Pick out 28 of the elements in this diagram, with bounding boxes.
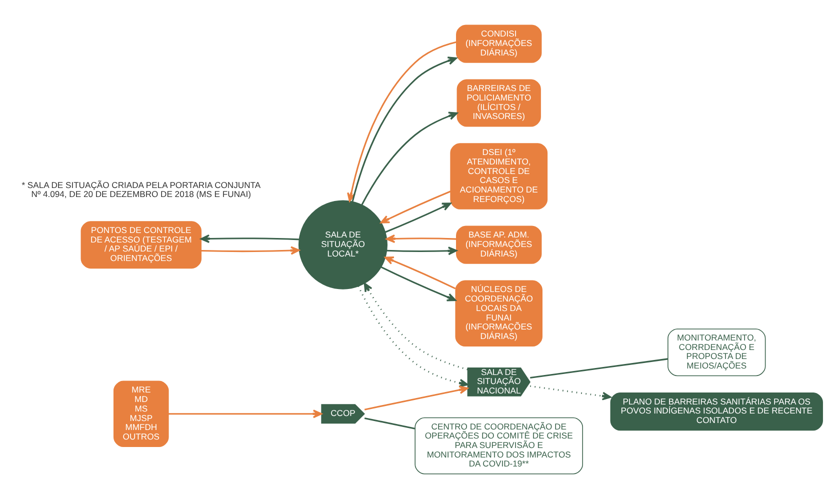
node-box: CENTRO DE COORDENAÇÃO DE OPERAÇÕES DO COMITÊ DE CRISE PARA SUPERVISÃO E MONITORAMENTO DOS IMPACTOS DA COVID-19** bbox=[414, 417, 583, 474]
node-box: BARREIRAS DE POLICIAMENTO (ILÍCITOS / INVASORES) bbox=[456, 79, 541, 127]
node-box: MONITORAMENTO, CORRDENAÇÃO E PROPOSTA DE MEIOS/AÇÕES bbox=[668, 328, 766, 376]
node-box: NÚCLEOS DE COORDENAÇÃO LOCAIS DA FUNAI (INFORMAÇÕES DIÁRIAS) bbox=[455, 280, 542, 346]
arrow bbox=[386, 246, 458, 256]
arrow bbox=[380, 190, 451, 224]
label: * SALA DE SITUAÇÃO CRIADA PELA PORTARIA CONJUNTA Nº 4.094, DE 20 DE DEZEMBRO DE 2018 (MS E FUNAI) bbox=[22, 180, 261, 200]
arrow bbox=[200, 234, 300, 243]
arrow bbox=[530, 385, 612, 400]
node-box: PONTOS DE CONTROLE DE ACESSO (TESTAGEM / AP SAÚDE / EPI / ORIENTAÇÕES bbox=[80, 221, 202, 269]
arrow bbox=[361, 112, 458, 206]
arrow bbox=[364, 386, 468, 410]
node-box: DSEI (1º ATENDIMENTO, CONTROLE DE CASOS E ACIONAMENTO DE REFORÇOS) bbox=[450, 143, 548, 210]
connector bbox=[364, 417, 416, 430]
arrow bbox=[385, 202, 452, 233]
arrow bbox=[380, 266, 456, 302]
node-box: MRE MD MS MJSP MMFDH OUTROS bbox=[113, 380, 169, 447]
arrow bbox=[358, 286, 468, 388]
node-box: CONDISI (INFORMAÇÕES DIÁRIAS) bbox=[456, 24, 542, 63]
node-box: BASE AP. ADM. (INFORMAÇÕES DIÁRIAS) bbox=[456, 226, 542, 264]
arrow bbox=[384, 256, 456, 290]
node-box: PLANO DE BARREIRAS SANITÁRIAS PARA OS POVOS INDÍGENAS ISOLADOS E DE RECENTE CONTATO bbox=[610, 392, 823, 431]
arrow bbox=[386, 234, 456, 244]
arrow bbox=[168, 410, 322, 418]
arrow bbox=[201, 246, 300, 255]
connector bbox=[530, 358, 668, 379]
arrow bbox=[364, 282, 468, 370]
node-circle: SALA DE SITUAÇÃO LOCAL* bbox=[298, 200, 388, 290]
